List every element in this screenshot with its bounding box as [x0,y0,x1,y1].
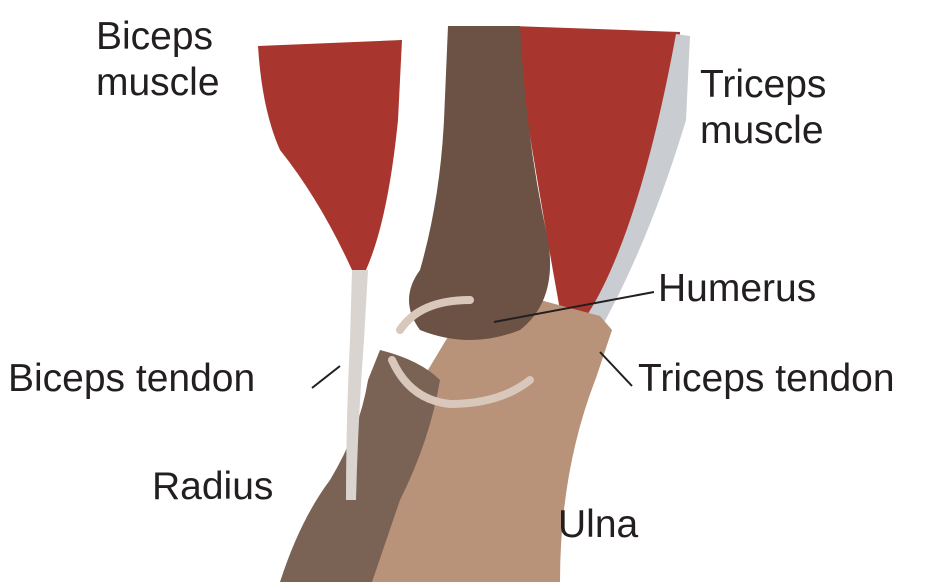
biceps-muscle-shape [258,40,402,270]
triceps-tendon-leader-line [600,352,632,386]
ulna-label: Ulna [558,502,638,548]
triceps-tendon-label: Triceps tendon [638,356,895,402]
biceps-tendon-label: Biceps tendon [8,356,255,402]
humerus-label: Humerus [658,266,816,312]
biceps-tendon-leader-line [312,366,340,388]
biceps-muscle-label: Biceps muscle [96,14,220,106]
triceps-muscle-label: Triceps muscle [700,62,826,154]
radius-label: Radius [152,464,273,510]
